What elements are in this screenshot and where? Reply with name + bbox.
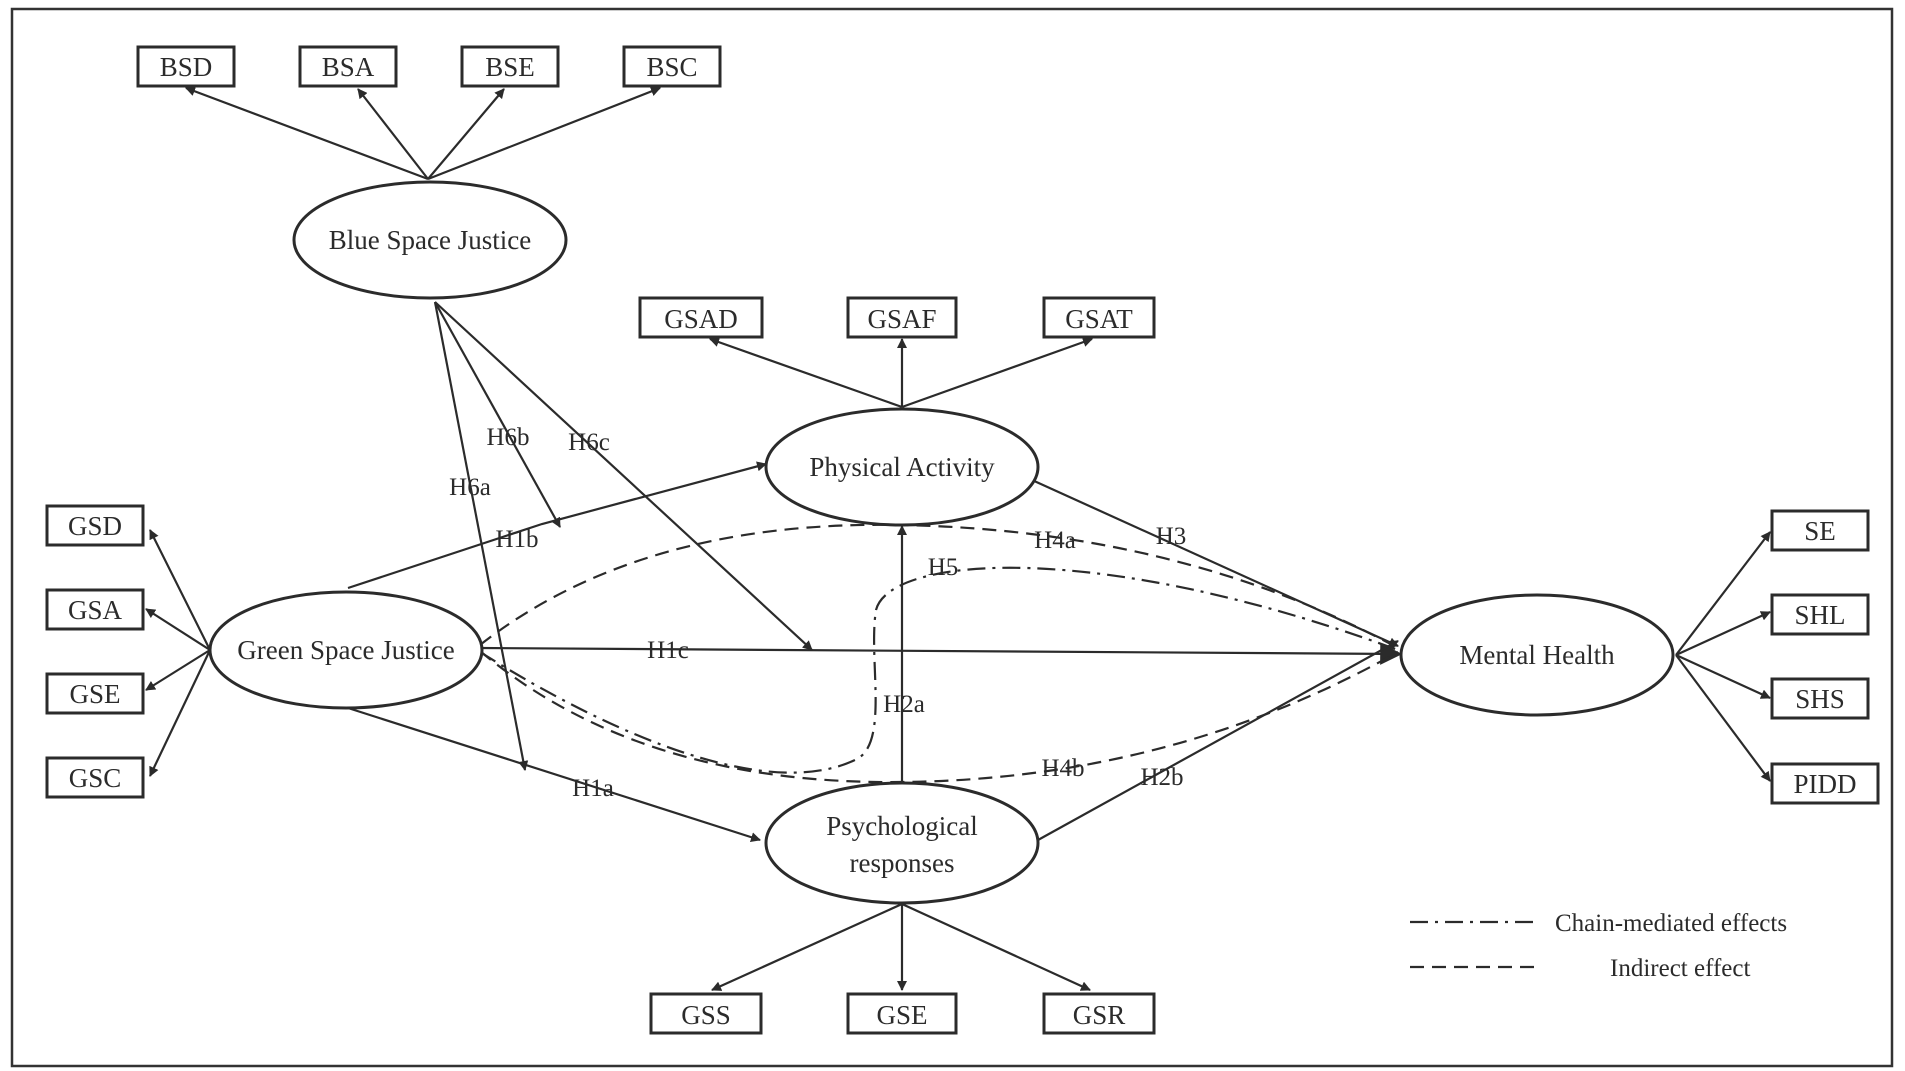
indicator-label-bsa: BSA [322, 52, 375, 82]
edge-h5 [479, 566, 1399, 774]
indicator-label-bsc: BSC [646, 52, 697, 82]
edge-h3 [1031, 478, 1399, 648]
indicator-label-gsaf: GSAF [867, 304, 936, 334]
indicator-box-bsc [622, 45, 722, 88]
indicator-label-gsr: GSR [1073, 1000, 1126, 1030]
indicator-box-bsd [136, 45, 236, 88]
edge-h6b [434, 301, 561, 528]
indicator-box-gsd [45, 504, 145, 547]
indicator-box-se [1770, 509, 1870, 552]
edge-pa-gsad [709, 337, 903, 409]
edge-h6a [433, 301, 529, 771]
edge-mh-se [1675, 531, 1771, 656]
indicator-label-pidd: PIDD [1793, 769, 1856, 799]
construct-green-space-justice [208, 590, 484, 710]
edge-pr-gss [711, 902, 903, 992]
indicator-label-bse: BSE [485, 52, 535, 82]
indicator-box-gsad [638, 296, 764, 339]
hypothesis-labels: H6b H6c H6a H1b H3 H4a H5 H1c H2a H4b H2… [449, 424, 1186, 802]
indicator-box-gse-psych [846, 992, 958, 1035]
edge-h1b [347, 461, 767, 590]
indicator-label-gsa: GSA [68, 595, 123, 625]
edge-h4a [479, 523, 1399, 649]
edge-h2b [1037, 640, 1399, 841]
edge-mh-shl [1675, 610, 1771, 657]
indicator-label-gsc: GSC [69, 763, 122, 793]
hypothesis-label-h6c: H6c [568, 429, 610, 456]
hypothesis-label-h1a: H1a [572, 775, 614, 802]
indicator-box-bse [460, 45, 560, 88]
edge-bsj-bsd [185, 86, 429, 181]
indicator-box-shl [1770, 593, 1870, 636]
construct-label-psychological-line2: responses [850, 848, 955, 878]
indicator-box-gsr [1042, 992, 1156, 1035]
indicator-box-gsa [45, 588, 145, 631]
edge-h1c [479, 642, 1403, 665]
legend: Chain-mediated effects Indirect effect [1410, 910, 1787, 982]
edge-bsj-bsc [427, 86, 661, 181]
indicator-box-bsa [298, 45, 398, 88]
edge-h1a [347, 706, 761, 843]
indicator-label-bsd: BSD [160, 52, 213, 82]
construct-label-psychological-line1: Psychological [826, 811, 977, 841]
hypothesis-label-h2a: H2a [883, 691, 925, 718]
figure-frame [10, 7, 1894, 1068]
edge-gsj-gsc [149, 649, 211, 777]
hypothesis-label-h6b: H6b [486, 424, 529, 451]
construct-label-blue-space-justice: Blue Space Justice [329, 225, 531, 255]
indicator-boxes: BSD BSA BSE BSC GSAD GSAF GSAT GSD GSA G… [45, 45, 1880, 1035]
edge-mh-shs [1675, 653, 1771, 700]
hypothesis-label-h3: H3 [1156, 523, 1187, 550]
indicator-box-gsat [1042, 296, 1156, 339]
edges [145, 86, 1771, 992]
edge-pr-gsr [901, 902, 1091, 992]
edge-bsj-bse [427, 88, 505, 180]
construct-blue-space-justice [292, 180, 568, 300]
hypothesis-label-h5: H5 [928, 554, 959, 581]
indicator-label-gse-green: GSE [69, 679, 120, 709]
indicator-label-gse-psych: GSE [876, 1000, 927, 1030]
hypothesis-label-h4b: H4b [1041, 755, 1084, 782]
edge-h4b [479, 650, 1399, 784]
indicator-box-gsc [45, 756, 145, 799]
hypothesis-label-h1c: H1c [647, 637, 689, 664]
indicator-box-shs [1770, 677, 1870, 720]
construct-label-physical-activity: Physical Activity [809, 452, 995, 482]
indicator-box-gss [649, 992, 763, 1035]
construct-nodes: Blue Space Justice Physical Activity Gre… [208, 180, 1675, 905]
construct-label-mental-health: Mental Health [1459, 640, 1615, 670]
indicator-label-shl: SHL [1794, 600, 1845, 630]
edge-mh-pidd [1675, 654, 1771, 782]
legend-indirect-label: Indirect effect [1610, 955, 1750, 982]
indicator-label-gsat: GSAT [1065, 304, 1133, 334]
hypothesis-label-h2b: H2b [1140, 764, 1183, 791]
construct-mental-health [1399, 593, 1675, 717]
construct-psychological-responses [764, 781, 1040, 905]
edge-gsj-gsd [149, 529, 211, 651]
indicator-box-gsaf [846, 296, 958, 339]
hypothesis-label-h4a: H4a [1034, 527, 1076, 554]
legend-chain-label: Chain-mediated effects [1555, 910, 1787, 937]
construct-label-green-space-justice: Green Space Justice [237, 635, 454, 665]
edge-gsj-gsa [145, 608, 211, 651]
indicator-label-gsd: GSD [68, 511, 122, 541]
indicator-box-gse-green [45, 672, 145, 715]
indicator-label-gsad: GSAD [664, 304, 738, 334]
hypothesis-label-h1b: H1b [495, 526, 538, 553]
edge-pa-gsat [901, 337, 1093, 409]
indicator-box-pidd [1770, 762, 1880, 805]
edge-h6c [434, 301, 813, 651]
construct-physical-activity [764, 407, 1040, 527]
edge-bsj-bsa [357, 88, 429, 180]
edge-gsj-gse [145, 649, 211, 691]
indicator-label-gss: GSS [681, 1000, 731, 1030]
hypothesis-label-h6a: H6a [449, 474, 491, 501]
indicator-label-shs: SHS [1795, 684, 1845, 714]
indicator-label-se: SE [1804, 516, 1836, 546]
